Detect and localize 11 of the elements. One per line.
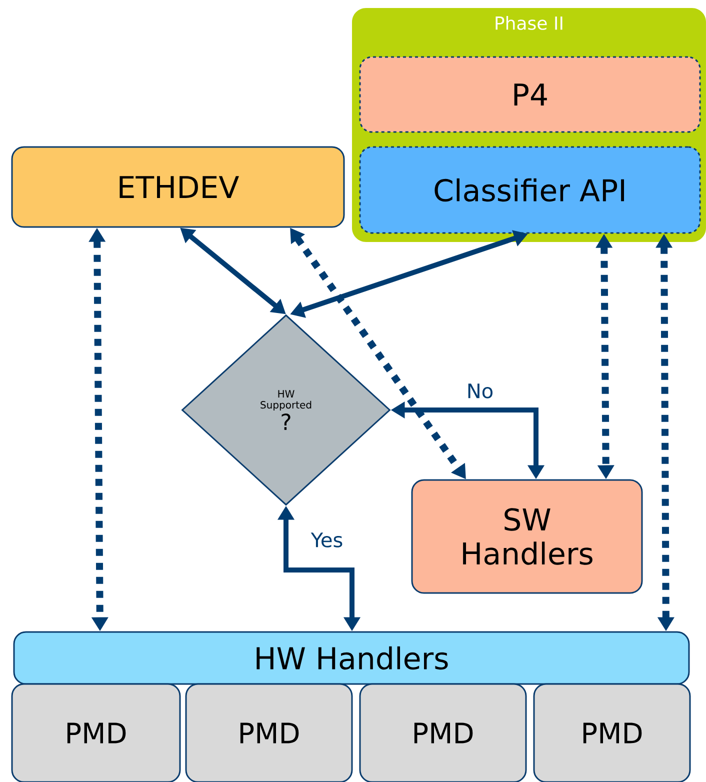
process-box: PMD bbox=[11, 683, 181, 782]
process-box: PMD bbox=[533, 683, 691, 782]
edge-label: Yes bbox=[308, 530, 346, 550]
process-box: ETHDEV bbox=[11, 146, 345, 228]
module-box: P4 bbox=[359, 56, 701, 133]
process-box: SW Handlers bbox=[411, 479, 643, 594]
process-box: PMD bbox=[185, 683, 353, 782]
edge-label: No bbox=[464, 382, 496, 400]
process-box: HW Handlers bbox=[13, 631, 690, 685]
module-box: Classifier API bbox=[359, 146, 701, 234]
process-box: PMD bbox=[359, 683, 527, 782]
